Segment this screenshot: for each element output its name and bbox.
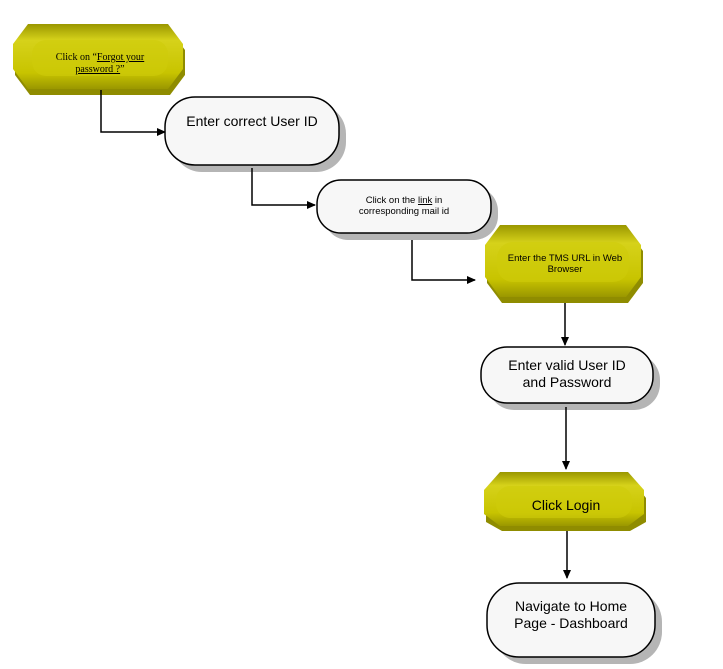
enter-tms-url-text: Enter the TMS URL in Web Browser — [507, 252, 623, 275]
node-forgot-password — [13, 24, 185, 95]
mail-link[interactable]: link — [417, 194, 433, 206]
forgot-password-link[interactable]: Forgot your password ? — [75, 52, 145, 75]
node-navigate-home — [486, 582, 662, 664]
forgot-suffix: ” — [120, 64, 125, 75]
node-click-login — [484, 472, 646, 531]
node-enter-user-id — [164, 96, 346, 172]
connector-2 — [251, 168, 316, 209]
node-click-mail-link — [316, 179, 498, 240]
mail-prefix: Click on the — [365, 194, 418, 206]
mail-suffix: in corresponding mail id — [358, 194, 450, 217]
node-enter-tms-url — [485, 225, 643, 303]
click-mail-link-text: Click on the link in corresponding mail … — [337, 188, 471, 224]
forgot-password-text: Click on “Forgot your password ?” — [40, 46, 160, 82]
connector-3 — [411, 240, 476, 284]
node-enter-credentials — [480, 346, 660, 410]
enter-user-id-text: Enter correct User ID — [186, 112, 318, 129]
navigate-home-text: Navigate to Home Page - Dashboard — [514, 598, 628, 631]
connector-1 — [100, 90, 166, 136]
click-login-text: Click Login — [531, 496, 601, 513]
enter-credentials-text: Enter valid User ID and Password — [508, 357, 626, 390]
forgot-prefix: Click on “ — [55, 52, 97, 63]
